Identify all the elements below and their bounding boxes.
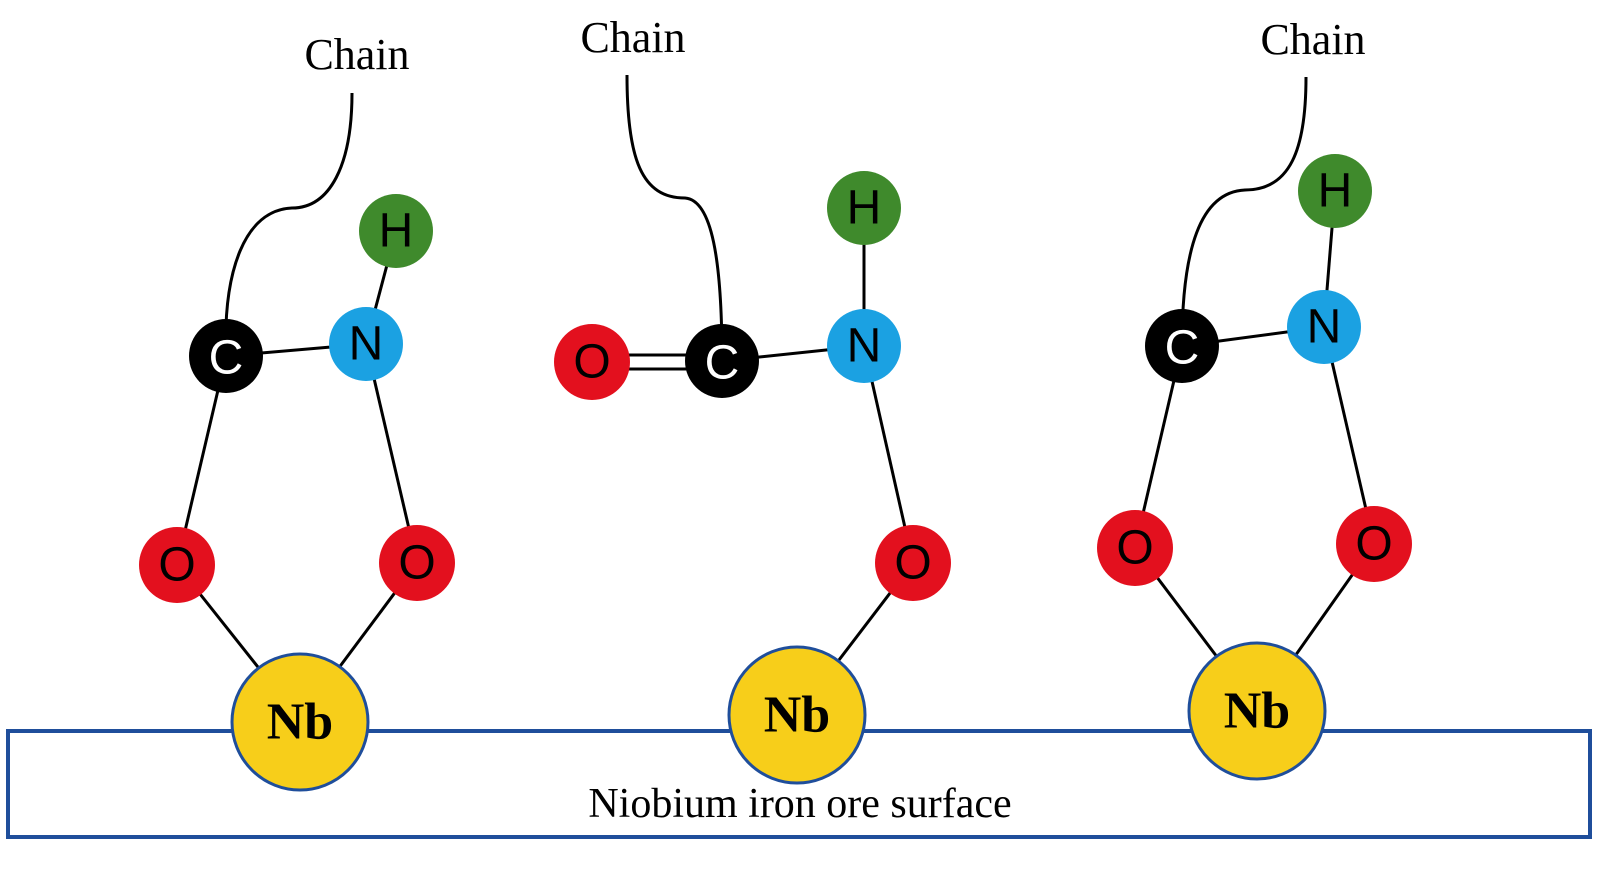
- oxygen-label-1a: O: [158, 539, 195, 592]
- chain-label-3: Chain: [1260, 15, 1365, 64]
- carbon-atom-1: [189, 319, 263, 393]
- molecule-2: Chain O H C N O Nb: [554, 13, 951, 785]
- nitrogen-label-2: N: [847, 320, 882, 373]
- oxygen-label-3a: O: [1116, 522, 1153, 575]
- chain-line-1: [224, 92, 354, 357]
- molecule-3: Chain H C N O O Nb: [1097, 15, 1412, 781]
- oxygen-label-1b: O: [398, 537, 435, 590]
- hydrogen-label-1: H: [379, 205, 414, 258]
- oxygen-atom-1b: [379, 525, 455, 601]
- chain-label-2: Chain: [580, 13, 685, 62]
- nitrogen-atom-2: [827, 309, 901, 383]
- niobium-label-3: Nb: [1224, 683, 1290, 740]
- hydrogen-atom-3: [1298, 154, 1372, 228]
- chain-line-3: [1180, 76, 1308, 347]
- hydrogen-atom-1: [359, 194, 433, 268]
- hydrogen-label-3: H: [1318, 165, 1353, 218]
- carbon-label-2: C: [705, 337, 740, 390]
- niobium-atom-2: [727, 645, 867, 785]
- oxygen-atom-1a: [139, 527, 215, 603]
- oxygen-atom-3a: [1097, 510, 1173, 586]
- nitrogen-label-3: N: [1307, 301, 1342, 354]
- oxygen-label-2b: O: [894, 537, 931, 590]
- oxygen-atom-3b: [1336, 506, 1412, 582]
- carbon-label-1: C: [209, 332, 244, 385]
- nitrogen-label-1: N: [349, 318, 384, 371]
- chain-line-2: [625, 74, 724, 362]
- niobium-atom-3: [1187, 641, 1327, 781]
- nitrogen-atom-1: [329, 307, 403, 381]
- oxygen-atom-2a: [554, 324, 630, 400]
- surface-label: Niobium iron ore surface: [588, 781, 1011, 827]
- niobium-label-2: Nb: [764, 687, 830, 744]
- oxygen-label-2a: O: [573, 336, 610, 389]
- oxygen-label-3b: O: [1355, 518, 1392, 571]
- niobium-atom-1: [230, 652, 370, 792]
- hydrogen-atom-2: [827, 171, 901, 245]
- hydrogen-label-2: H: [847, 182, 882, 235]
- molecule-1: Chain H C N O O Nb: [139, 30, 455, 792]
- carbon-atom-3: [1145, 309, 1219, 383]
- carbon-label-3: C: [1165, 322, 1200, 375]
- niobium-label-1: Nb: [267, 694, 333, 751]
- oxygen-atom-2b: [875, 525, 951, 601]
- nitrogen-atom-3: [1287, 290, 1361, 364]
- carbon-atom-2: [685, 324, 759, 398]
- chain-label-1: Chain: [304, 30, 409, 79]
